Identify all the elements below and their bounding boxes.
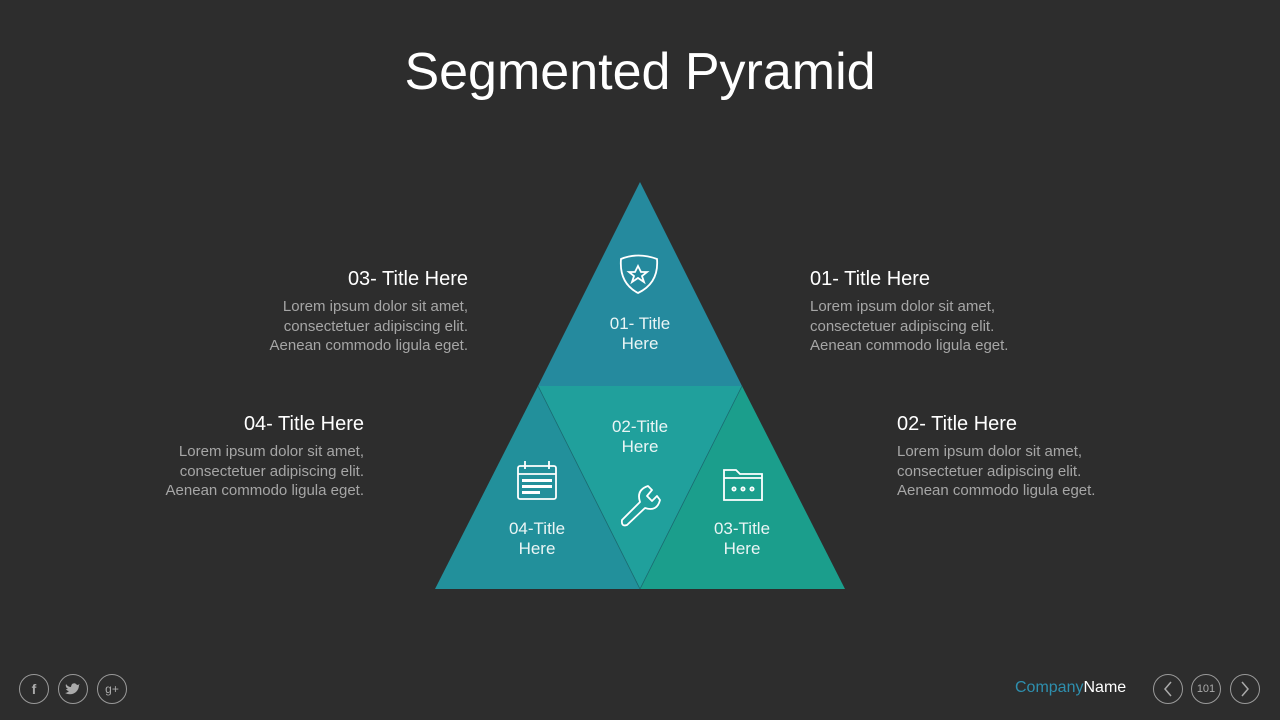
text-block-01: 01- Title Here Lorem ipsum dolor sit ame… — [810, 268, 1009, 354]
text-block-03: 03- Title Here Lorem ipsum dolor sit ame… — [269, 268, 468, 354]
calendar-icon — [517, 461, 557, 500]
segment-top[interactable] — [538, 182, 742, 386]
next-button[interactable] — [1230, 674, 1260, 704]
text-block-04: 04- Title Here Lorem ipsum dolor sit ame… — [165, 413, 364, 499]
text-block-02: 02- Title Here Lorem ipsum dolor sit ame… — [897, 413, 1096, 499]
page-title: Segmented Pyramid — [404, 43, 876, 101]
folder-icon — [723, 469, 763, 501]
twitter-icon[interactable] — [58, 674, 88, 704]
google-plus-icon[interactable]: g+ — [97, 674, 127, 704]
shield-star-icon — [619, 254, 659, 295]
prev-button[interactable] — [1153, 674, 1183, 704]
segment-middle[interactable] — [538, 386, 742, 589]
company-name: CompanyName — [1015, 679, 1127, 696]
facebook-icon[interactable]: f — [19, 674, 49, 704]
wrench-icon — [620, 485, 661, 527]
page-number: 101 — [1191, 674, 1221, 704]
